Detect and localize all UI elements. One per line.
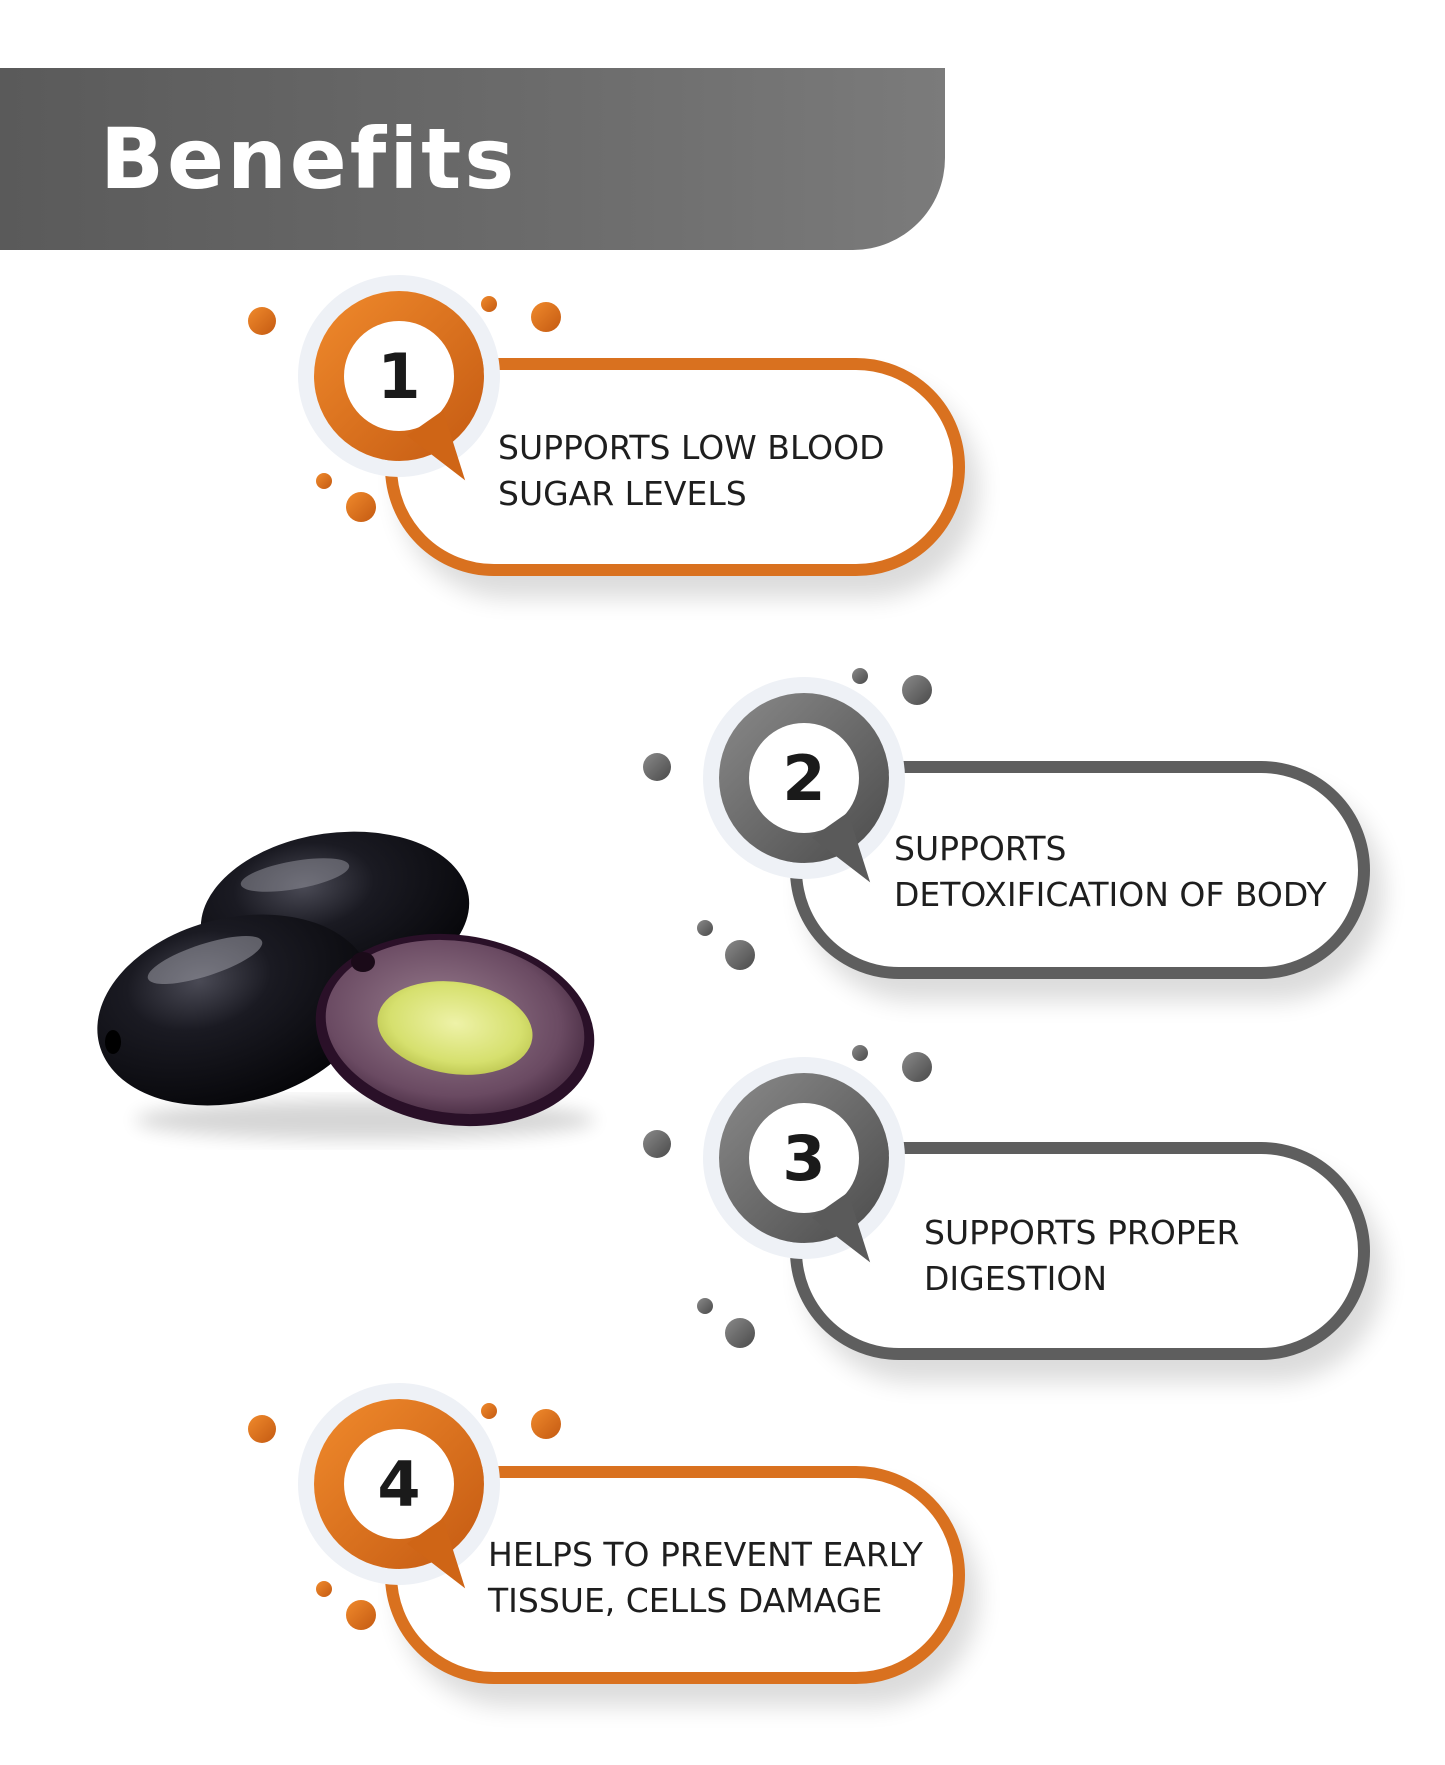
decor-dot [316, 473, 332, 489]
benefit-text-line2: SUGAR LEVELS [498, 474, 747, 513]
decor-dot [248, 1415, 276, 1443]
benefit-number-pin: 1 [314, 291, 484, 461]
benefit-text: SUPPORTS LOW BLOOD SUGAR LEVELS [498, 425, 885, 517]
benefit-text-line2: TISSUE, CELLS DAMAGE [488, 1581, 883, 1620]
benefit-number-pin: 4 [314, 1399, 484, 1569]
benefit-number-pin: 3 [719, 1073, 889, 1243]
decor-dot [725, 940, 755, 970]
header-banner: Benefits [0, 68, 945, 250]
decor-dot [531, 302, 561, 332]
decor-dot [346, 1600, 376, 1630]
decor-dot [697, 920, 713, 936]
decor-dot [902, 1052, 932, 1082]
benefit-text-line2: DIGESTION [924, 1259, 1108, 1298]
decor-dot [852, 668, 868, 684]
page-title: Benefits [100, 110, 518, 208]
decor-dot [902, 675, 932, 705]
benefit-text-line1: SUPPORTS LOW BLOOD [498, 428, 885, 467]
decor-dot [481, 1403, 497, 1419]
benefit-text: SUPPORTS DETOXIFICATION OF BODY [894, 826, 1327, 918]
decor-dot [697, 1298, 713, 1314]
benefit-number: 1 [344, 321, 454, 431]
jamun-half [315, 933, 595, 1127]
decor-dot [531, 1409, 561, 1439]
jamun-berry-front [97, 914, 373, 1106]
decor-dot [852, 1045, 868, 1061]
benefit-number: 4 [344, 1429, 454, 1539]
benefit-number: 3 [749, 1103, 859, 1213]
benefit-number-pin: 2 [719, 693, 889, 863]
benefit-text: SUPPORTS PROPER DIGESTION [924, 1210, 1239, 1302]
decor-dot [248, 307, 276, 335]
jamun-fruit-icon [97, 831, 595, 1140]
decor-dot [481, 296, 497, 312]
benefit-text-line2: DETOXIFICATION OF BODY [894, 875, 1327, 914]
decor-dot [346, 492, 376, 522]
decor-dot [643, 753, 671, 781]
decor-dot [316, 1581, 332, 1597]
benefit-number: 2 [749, 723, 859, 833]
benefit-text-line1: SUPPORTS PROPER [924, 1213, 1240, 1252]
decor-dot [643, 1130, 671, 1158]
benefit-text-line1: HELPS TO PREVENT EARLY [488, 1535, 923, 1574]
benefit-text: HELPS TO PREVENT EARLY TISSUE, CELLS DAM… [488, 1532, 923, 1624]
benefit-text-line1: SUPPORTS [894, 829, 1067, 868]
decor-dot [725, 1318, 755, 1348]
